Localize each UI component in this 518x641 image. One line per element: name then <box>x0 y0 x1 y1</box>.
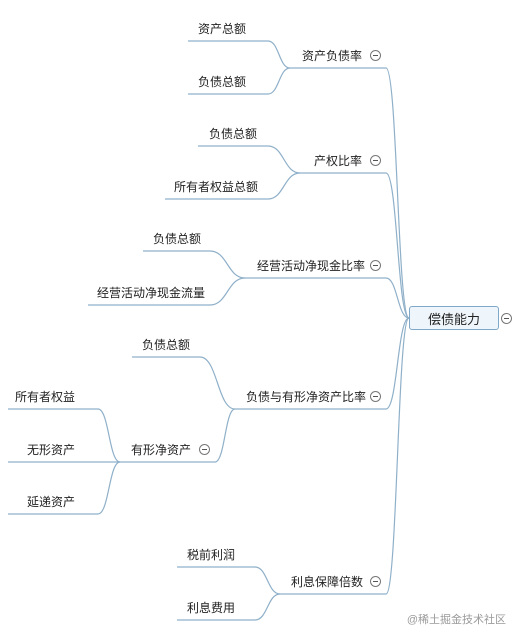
root-label: 偿债能力 <box>427 311 480 327</box>
root-collapse-icon[interactable] <box>501 313 512 324</box>
sub-branch-leaf-connector-0 <box>97 408 121 463</box>
leaf-total-liabilities-3[interactable]: 负债总额 <box>153 232 202 246</box>
branch-3-leaf-connector-1 <box>214 408 236 463</box>
branch-interest-coverage-collapse-icon[interactable] <box>370 576 381 587</box>
branch-0-leaf-connector-1 <box>267 67 291 95</box>
branch-equity-ratio[interactable]: 产权比率 <box>314 154 363 168</box>
branch-tangible-net-asset-ratio-collapse-icon[interactable] <box>370 391 381 402</box>
branch-operating-cash-ratio[interactable]: 经营活动净现金比率 <box>257 259 366 273</box>
branch-debt-ratio[interactable]: 资产负债率 <box>302 49 363 63</box>
root-connector-4 <box>385 317 410 595</box>
branch-4-leaf-connector-1 <box>254 593 281 621</box>
sub-branch-tangible-net-assets-collapse-icon[interactable] <box>199 444 210 455</box>
branch-1-leaf-connector-1 <box>267 172 301 200</box>
root-connector-0 <box>385 67 410 319</box>
leaf-interest-expense[interactable]: 利息费用 <box>187 601 236 615</box>
root-connector-1 <box>385 172 410 319</box>
leaf-total-liabilities-1[interactable]: 负债总额 <box>198 75 247 89</box>
branch-2-leaf-connector-1 <box>209 277 246 306</box>
branch-2-leaf-connector-0 <box>209 250 246 279</box>
branch-0-leaf-connector-0 <box>267 40 291 69</box>
branch-equity-ratio-collapse-icon[interactable] <box>370 155 381 166</box>
root-connector-2 <box>385 277 410 319</box>
branch-debt-ratio-collapse-icon[interactable] <box>370 50 381 61</box>
leaf-total-liabilities-2[interactable]: 负债总额 <box>209 127 258 141</box>
leaf-deferred-assets[interactable]: 延递资产 <box>27 495 76 509</box>
root-node[interactable]: 偿债能力 <box>409 306 499 330</box>
leaf-total-owner-equity[interactable]: 所有者权益总额 <box>174 180 259 194</box>
watermark: @稀土掘金技术社区 <box>406 614 506 626</box>
leaf-intangible-assets[interactable]: 无形资产 <box>27 443 76 457</box>
root-connector-3 <box>385 317 410 410</box>
branch-3-leaf-connector-0 <box>199 356 236 410</box>
branch-interest-coverage[interactable]: 利息保障倍数 <box>291 575 364 589</box>
leaf-total-assets[interactable]: 资产总额 <box>198 22 247 36</box>
branch-4-leaf-connector-0 <box>254 566 281 595</box>
leaf-owner-equity[interactable]: 所有者权益 <box>15 390 76 404</box>
sub-branch-leaf-connector-2 <box>97 461 121 515</box>
leaf-operating-net-cash-flow[interactable]: 经营活动净现金流量 <box>97 286 206 300</box>
sub-branch-tangible-net-assets[interactable]: 有形净资产 <box>131 443 192 457</box>
leaf-total-liabilities-4[interactable]: 负债总额 <box>142 338 191 352</box>
branch-operating-cash-ratio-collapse-icon[interactable] <box>370 260 381 271</box>
branch-tangible-net-asset-ratio[interactable]: 负债与有形净资产比率 <box>246 390 367 404</box>
leaf-pretax-profit[interactable]: 税前利润 <box>187 548 236 562</box>
branch-1-leaf-connector-0 <box>267 145 301 174</box>
